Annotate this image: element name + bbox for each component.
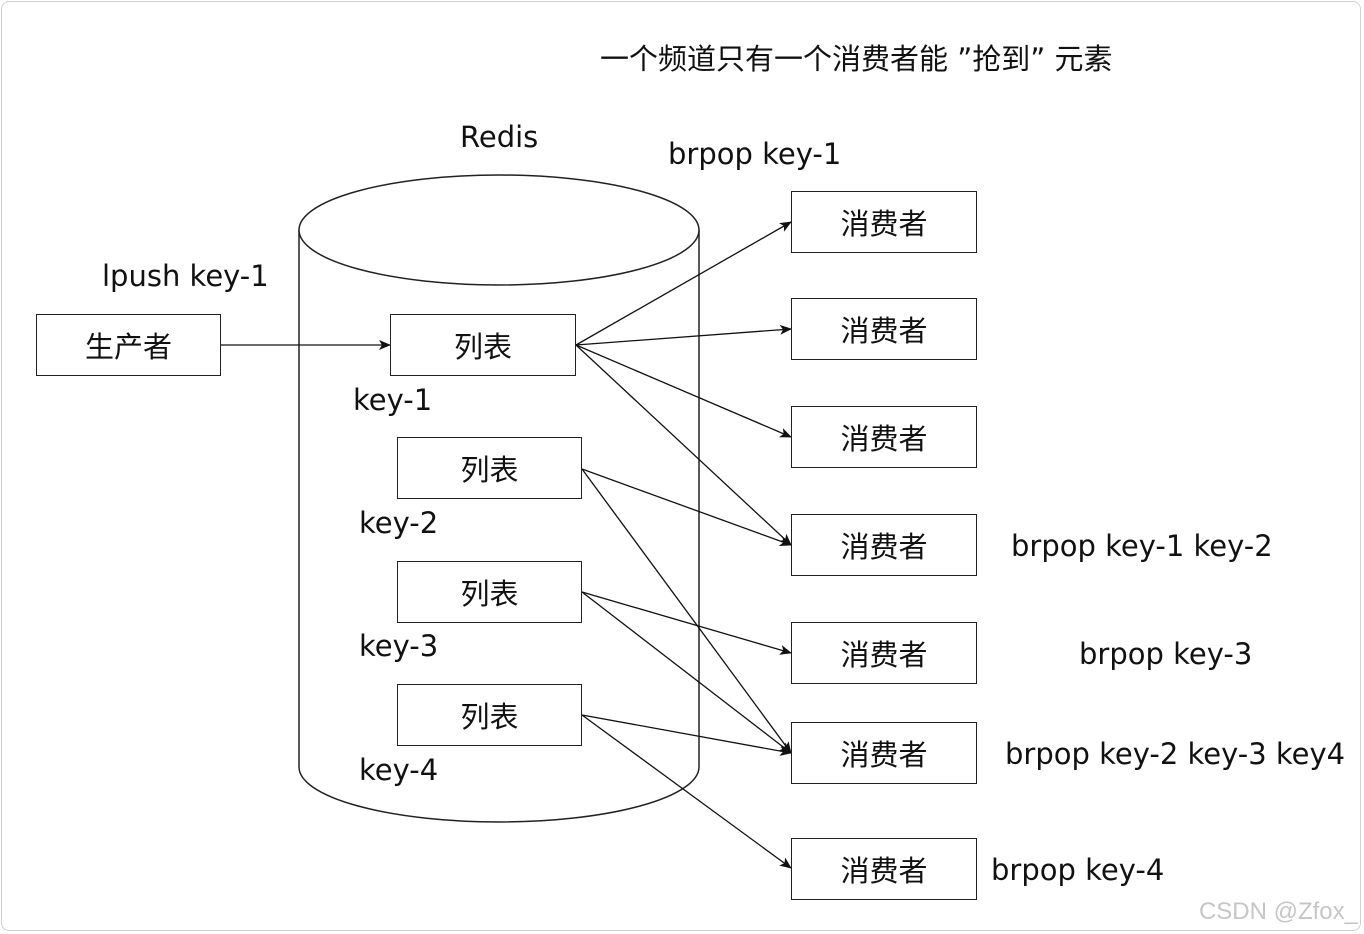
consumer-box-4: 消费者	[791, 514, 977, 576]
consumer-box-1: 消费者	[791, 191, 977, 253]
producer-command: lpush key-1	[102, 259, 269, 293]
redis-label: Redis	[460, 120, 539, 154]
consumer-label-7: 消费者	[840, 854, 928, 888]
consumer-box-6: 消费者	[791, 722, 977, 784]
arrow-list-1-to-consumer-4	[575, 344, 792, 546]
consumer-label-6: 消费者	[840, 738, 928, 772]
list-label-2: 列表	[460, 453, 519, 487]
consumer-label-4: 消费者	[840, 530, 928, 564]
consumer-box-2: 消费者	[791, 298, 977, 360]
consumer-arrows	[575, 221, 792, 869]
redis-cylinder	[298, 174, 700, 823]
consumer-box-7: 消费者	[791, 838, 977, 900]
list-key-2: key-2	[359, 506, 439, 540]
arrow-list-1-to-consumer-2	[575, 324, 792, 346]
list-label-3: 列表	[460, 577, 519, 611]
arrow-list-2-to-consumer-6	[581, 468, 792, 754]
arrow-list-3-to-consumer-5	[581, 591, 792, 655]
consumer-box-5: 消费者	[791, 622, 977, 684]
list-box-4: 列表	[397, 684, 582, 746]
arrow-list-1-to-consumer-1	[575, 221, 792, 346]
producer-label: 生产者	[84, 330, 172, 364]
list-key-1: key-1	[353, 383, 433, 417]
diagram-title: 一个频道只有一个消费者能 ”抢到” 元素	[600, 42, 1113, 76]
list-label-4: 列表	[460, 700, 519, 734]
watermark: CSDN @Zfox_	[1198, 898, 1358, 925]
list-box-3: 列表	[397, 561, 582, 623]
list-key-4: key-4	[359, 753, 439, 787]
list-box-2: 列表	[397, 437, 582, 499]
consumer-label-5: 消费者	[840, 638, 928, 672]
list-key-3: key-3	[359, 629, 439, 663]
list-box-1: 列表	[390, 314, 576, 376]
consumer-7-command: brpop key-4	[991, 853, 1165, 887]
consumer-label-1: 消费者	[840, 207, 928, 241]
arrow-list-3-to-consumer-6	[581, 591, 792, 754]
arrow-list-4-to-consumer-7	[581, 714, 792, 869]
consumer-1-command: brpop key-1	[668, 137, 842, 171]
consumer-4-command: brpop key-1 key-2	[1011, 529, 1273, 563]
arrow-list-1-to-consumer-3	[575, 344, 792, 438]
arrow-list-4-to-consumer-6	[581, 714, 792, 756]
producer-box: 生产者	[36, 314, 221, 376]
arrow-list-2-to-consumer-4	[581, 468, 792, 546]
consumer-6-command: brpop key-2 key-3 key4	[1005, 737, 1346, 771]
consumer-5-command: brpop key-3	[1079, 637, 1253, 671]
consumer-label-3: 消费者	[840, 422, 928, 456]
list-label-1: 列表	[453, 330, 512, 364]
consumer-label-2: 消费者	[840, 314, 928, 348]
consumer-box-3: 消费者	[791, 406, 977, 468]
